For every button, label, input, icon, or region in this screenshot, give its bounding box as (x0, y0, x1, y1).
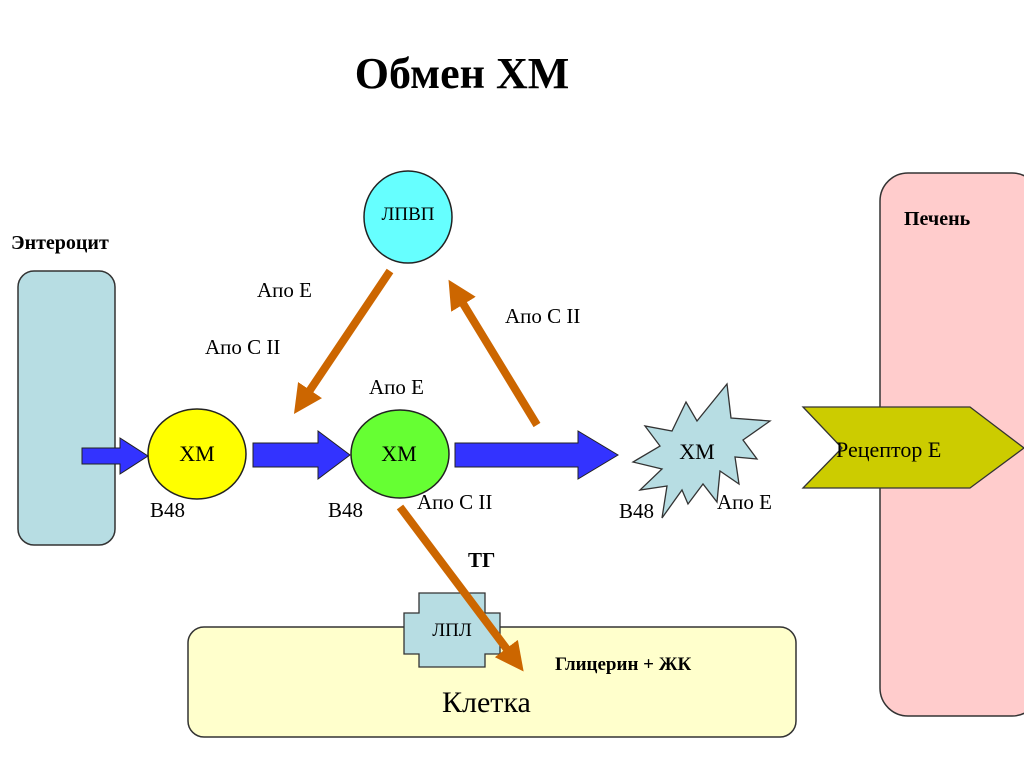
chm-remnant-label: ХМ (679, 439, 715, 464)
apo-c2-chm2-label: Апо С II (417, 490, 493, 514)
hdl-node (363, 170, 453, 264)
receptor-shape (801, 406, 1024, 489)
apo-c2-right-label: Апо С II (505, 304, 581, 328)
arrow-enterocyte-to-chm1 (81, 437, 149, 475)
b48-label-3: В48 (619, 499, 655, 523)
chm2-label: ХМ (381, 441, 417, 466)
enterocyte-box (17, 270, 116, 546)
cell-label: Клетка (442, 686, 531, 719)
receptor-label: Рецептор Е (836, 437, 942, 462)
hdl-label: ЛПВП (381, 204, 435, 225)
apo-e-left-label: Апо Е (257, 278, 312, 302)
arrow-hdl-to-chm1 (293, 268, 394, 414)
b48-label-2: В48 (328, 498, 364, 522)
apo-e-remnant-label: Апо Е (717, 490, 772, 514)
arrow-chm1-to-chm2 (252, 430, 351, 480)
chm-remnant-node (631, 382, 772, 519)
apo-e-chm2-label: Апо Е (369, 375, 424, 399)
chm1-label: ХМ (179, 441, 215, 466)
chm1-node (147, 408, 247, 500)
liver-label: Печень (904, 208, 971, 230)
lpl-label: ЛПЛ (432, 620, 472, 641)
tg-label: ТГ (468, 548, 496, 572)
products-label: Глицерин + ЖК (555, 654, 692, 675)
b48-label-1: В48 (150, 498, 186, 522)
arrow-chm2-to-hdl (448, 279, 541, 428)
apo-c2-left-label: Апо С II (205, 335, 281, 359)
enterocyte-label: Энтероцит (11, 232, 109, 254)
chm2-node (350, 409, 450, 499)
page-title: Обмен ХМ (354, 49, 570, 98)
arrow-chm2-to-remnant (454, 430, 619, 480)
arrow-chm2-to-cell (396, 504, 524, 672)
